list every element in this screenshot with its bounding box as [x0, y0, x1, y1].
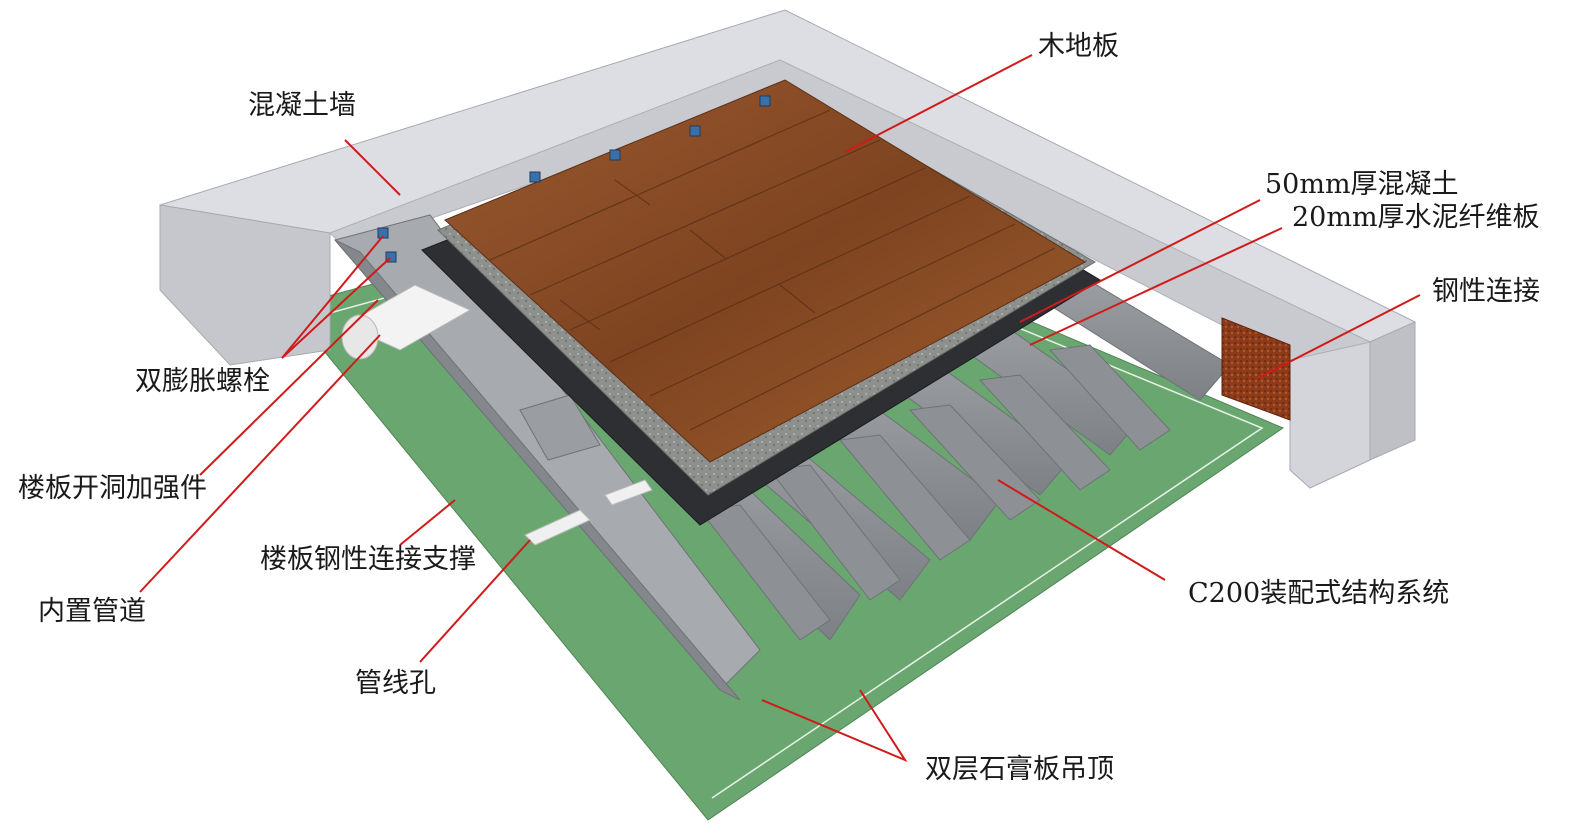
leader-embedded-pipe	[139, 334, 381, 593]
slab-opening-reinforcement	[519, 394, 601, 461]
leader-concrete-50mm	[1019, 199, 1261, 323]
label-embedded-pipe: 内置管道	[38, 596, 146, 627]
leader-opening-reinforcement	[199, 299, 379, 476]
label-wood-floor: 木地板	[1038, 31, 1119, 62]
label-gypsum-ceiling: 双层石膏板吊顶	[925, 754, 1114, 785]
label-rigid-brace: 楼板钢性连接支撑	[260, 544, 476, 575]
label-opening-reinforcement: 楼板开洞加强件	[18, 473, 207, 504]
label-concrete-wall: 混凝土墙	[248, 90, 356, 121]
leader-wood-floor	[844, 54, 1033, 153]
leader-rigid-brace	[399, 499, 456, 546]
leader-lines	[139, 54, 1421, 763]
leader-concrete-wall	[344, 139, 401, 196]
label-fiberboard-20mm: 20mm厚水泥纤维板	[1292, 202, 1540, 233]
leader-gypsum-ceiling	[761, 689, 908, 763]
leader-fiberboard-20mm	[1029, 227, 1283, 346]
leader-c200	[997, 479, 1166, 581]
rigid-connection-plate	[1221, 317, 1291, 421]
wood-floor-surface	[444, 79, 1087, 463]
label-pipe-hole: 管线孔	[355, 668, 436, 699]
leader-pipe-hole	[419, 539, 531, 663]
pipe-hole	[524, 479, 653, 546]
concrete-wall-right-top	[1369, 321, 1416, 461]
leader-bolt-1	[281, 235, 384, 359]
slab-rigid-brace-face	[334, 239, 741, 701]
label-concrete-50mm: 50mm厚混凝土	[1265, 169, 1459, 200]
expansion-bolts	[377, 95, 771, 263]
label-expansion-bolt: 双膨胀螺栓	[135, 366, 270, 397]
concrete-wall-right-front	[1289, 341, 1371, 489]
wood-floor-plank-seams	[489, 109, 1056, 431]
label-c200-system: C200装配式结构系统	[1188, 578, 1449, 609]
concrete-wall-front-left	[159, 204, 331, 366]
leader-rigid-connection	[1257, 294, 1421, 379]
label-rigid-connection: 钢性连接	[1432, 276, 1540, 307]
leader-bolt-2	[281, 257, 391, 359]
